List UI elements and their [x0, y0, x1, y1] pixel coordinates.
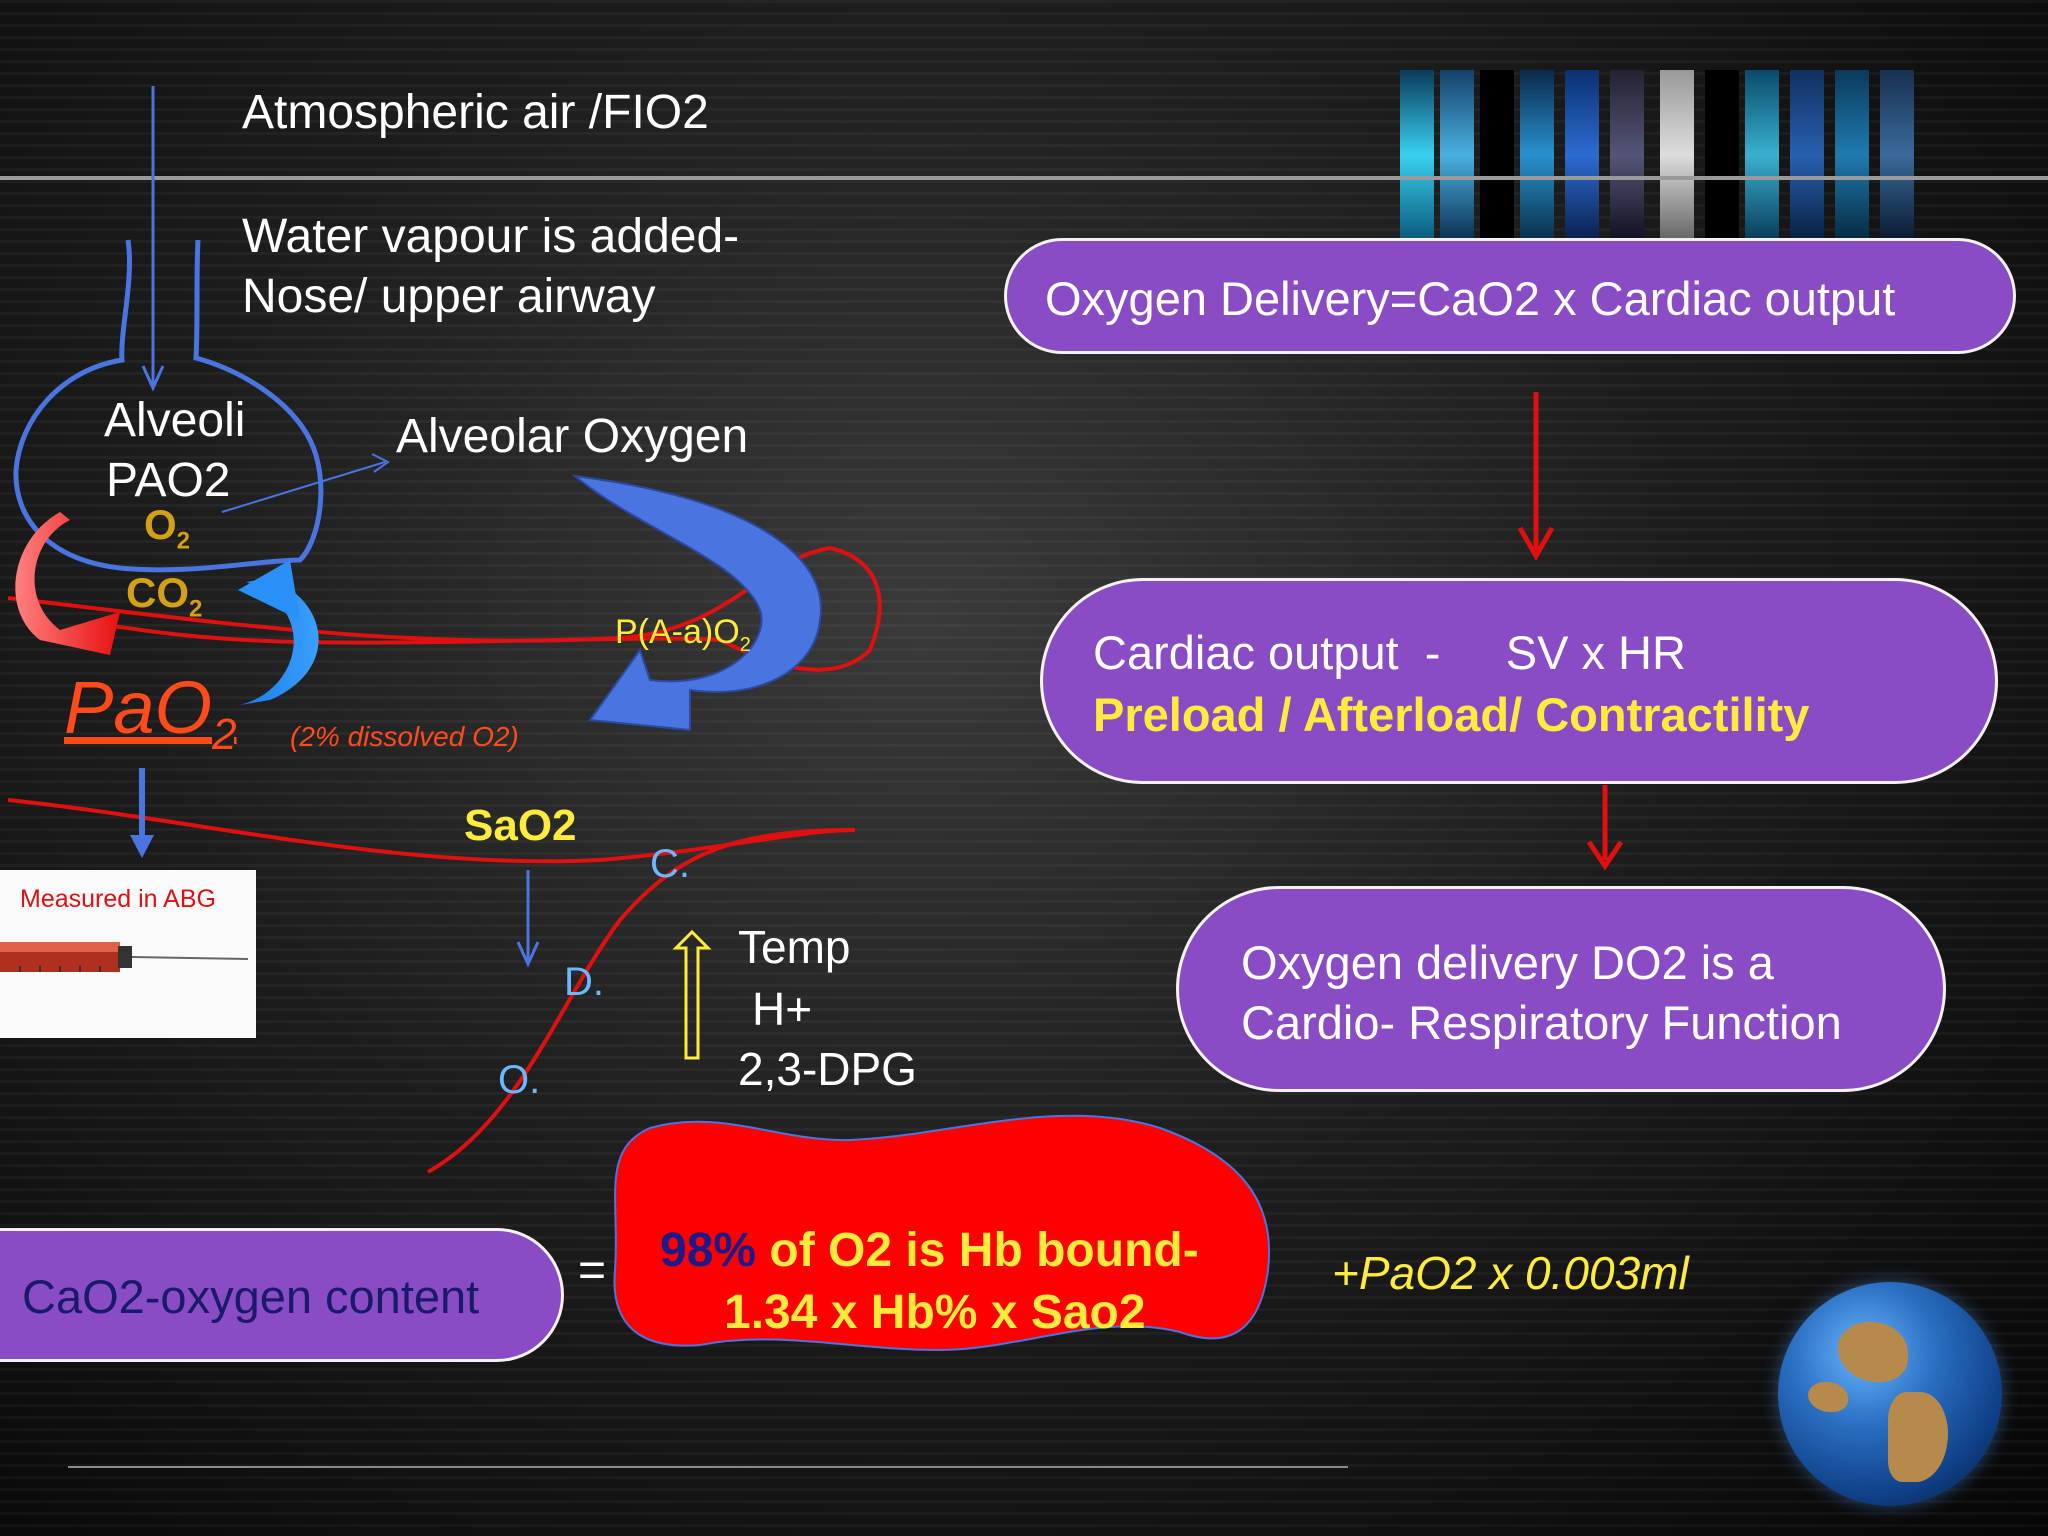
- alveoli-label: Alveoli: [104, 394, 246, 447]
- o2-diffusion-arrow: [15, 512, 121, 655]
- oxygen-delivery-box: Oxygen Delivery=CaO2 x Cardiac output: [1004, 238, 2016, 354]
- do2-line1: Oxygen delivery DO2 is a: [1241, 936, 1774, 989]
- curve-point-o: O.: [498, 1058, 541, 1102]
- preload-afterload-text: Preload / Afterload/ Contractility: [1093, 688, 1810, 741]
- dpg-label: 2,3-DPG: [738, 1043, 917, 1095]
- capillary-upper: [7, 545, 882, 672]
- hb-bound-blob: [613, 1114, 1271, 1352]
- upper-airway-label: Nose/ upper airway: [242, 270, 656, 323]
- abg-syringe-image: Measured in ABG: [0, 870, 256, 1038]
- atmospheric-air-label: Atmospheric air /FIO2: [242, 86, 709, 139]
- globe-icon: [1778, 1282, 2002, 1506]
- curve-point-c: C.: [650, 842, 690, 886]
- curve-point-d: D.: [564, 960, 604, 1004]
- alveolus-outline: [13, 239, 324, 573]
- o2-label: O2: [144, 501, 191, 555]
- cao2-content-text: CaO2-oxygen content: [22, 1270, 480, 1323]
- pao2-alveolar-label: PAO2: [106, 454, 231, 507]
- equals-sign: =: [578, 1244, 607, 1297]
- gradient-arrow: [571, 474, 822, 732]
- co2-label: CO2: [126, 569, 203, 623]
- do2-line2: Cardio- Respiratory Function: [1241, 996, 1842, 1049]
- cao2-content-box: CaO2-oxygen content: [0, 1228, 564, 1362]
- dissolved-o2-label: (2% dissolved O2): [290, 721, 519, 752]
- gradient-label: P(A-a)O2: [615, 613, 751, 656]
- shift-up-arrow: [672, 929, 712, 1060]
- hb-percent: 98%: [660, 1224, 757, 1277]
- temp-label: Temp: [738, 921, 851, 973]
- water-vapour-label: Water vapour is added-: [242, 210, 740, 263]
- do2-function-box: Oxygen delivery DO2 is a Cardio- Respira…: [1176, 886, 1946, 1092]
- h-plus-label: H+: [752, 983, 813, 1035]
- alveolar-oxygen-label: Alveolar Oxygen: [396, 410, 749, 463]
- capillary-lower: [7, 798, 856, 864]
- hb-bound-line2: 1.34 x Hb% x Sao2: [724, 1286, 1146, 1339]
- pao2-arterial-label: PaO2: [64, 666, 237, 759]
- co2-diffusion-arrow: [240, 578, 319, 705]
- measured-abg-label: Measured in ABG: [20, 885, 216, 913]
- dissociation-curve: [427, 828, 856, 1174]
- oxygen-delivery-text: Oxygen Delivery=CaO2 x Cardiac output: [1045, 272, 1896, 325]
- cardiac-output-box: Cardiac output - SV x HR Preload / After…: [1040, 578, 1998, 784]
- cardiac-output-text: Cardiac output - SV x HR: [1093, 626, 1686, 679]
- dissolved-term: +PaO2 x 0.003ml: [1332, 1247, 1689, 1299]
- hb-bound-line1: 98% of O2 is Hb bound-: [660, 1224, 1199, 1277]
- sao2-label: SaO2: [464, 801, 577, 850]
- syringe-icon: [0, 942, 249, 972]
